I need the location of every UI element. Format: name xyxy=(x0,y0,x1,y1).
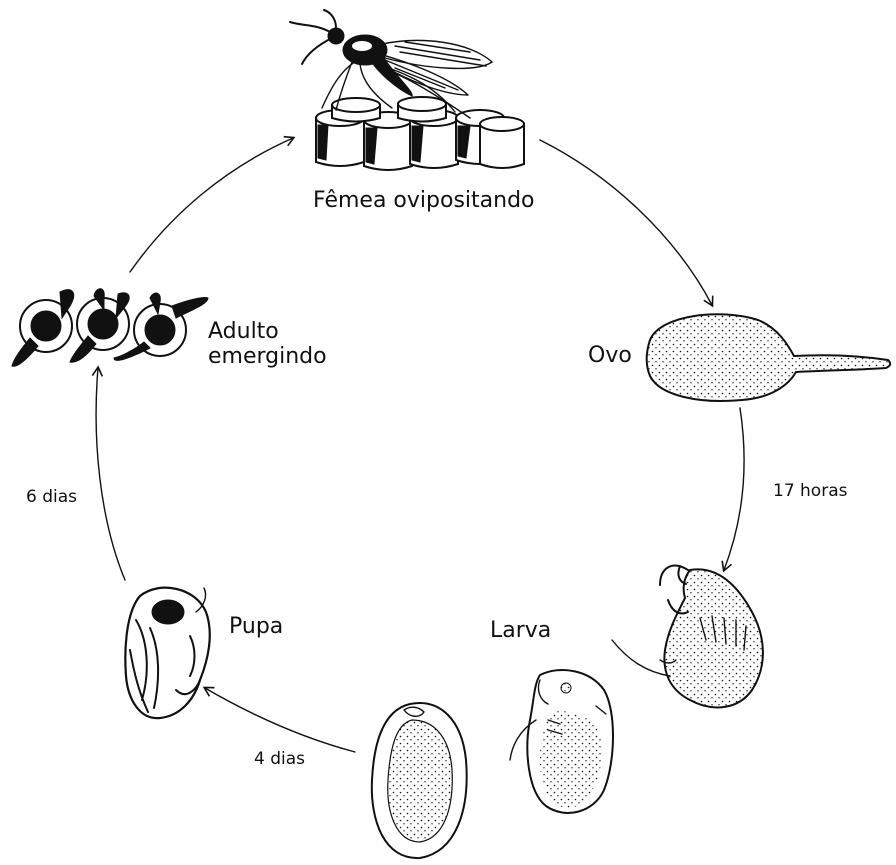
arrow-egg-to-larva xyxy=(724,408,744,570)
label-egg: Ovo xyxy=(588,343,632,368)
female-ovipositing-illustration xyxy=(290,10,524,170)
label-larva-to-pupa-duration: 4 dias xyxy=(254,749,305,769)
arrow-larva-to-pupa xyxy=(205,688,355,752)
label-adult-line1: Adulto xyxy=(208,319,279,344)
cocoon-illustration xyxy=(372,703,467,858)
label-pupa: Pupa xyxy=(229,614,283,639)
larva-illustration-small xyxy=(510,670,613,813)
larva-illustration-large xyxy=(612,566,763,708)
arrow-adult-to-female xyxy=(130,138,293,272)
label-female: Fêmea ovipositando xyxy=(313,188,535,213)
emerging-adult-2 xyxy=(70,289,129,363)
label-adult-line2: emergindo xyxy=(208,344,327,369)
emerging-adults-illustration xyxy=(12,289,208,367)
egg-illustration xyxy=(647,314,891,401)
mosquito xyxy=(290,10,492,118)
label-egg-to-larva-duration: 17 horas xyxy=(773,481,848,501)
arrow-female-to-egg xyxy=(540,140,712,305)
pupa-illustration xyxy=(125,588,209,718)
breeding-cells xyxy=(316,97,524,170)
arrow-pupa-to-adult xyxy=(96,368,125,580)
label-larva: Larva xyxy=(490,618,551,643)
emerging-adult-1 xyxy=(12,290,74,367)
label-pupa-to-adult-duration: 6 dias xyxy=(26,487,77,507)
